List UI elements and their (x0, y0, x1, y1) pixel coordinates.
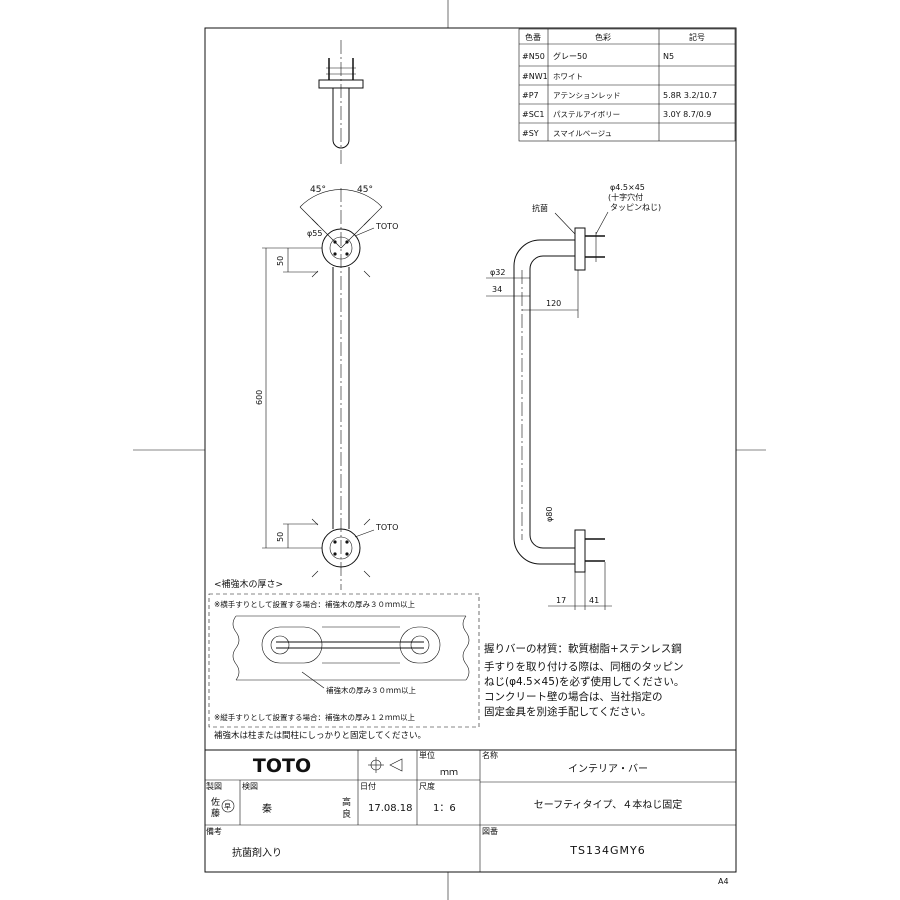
dim-17: 17 (556, 596, 566, 605)
color-table-header-symbol: 記号 (689, 32, 705, 42)
dim-bottom-offset: 50 (276, 532, 285, 542)
drawn-mark: 早 (224, 803, 231, 811)
color-row-name: パステルアイボリー (553, 110, 620, 119)
screw-hole-icon (333, 540, 337, 544)
color-row-name: ホワイト (553, 72, 583, 81)
dim-34: 34 (492, 285, 502, 294)
color-row-code: #SC1 (522, 110, 544, 119)
dim-length: 600 (255, 390, 264, 405)
reinforcement-title: <補強木の厚さ> (214, 578, 283, 590)
drawing-no-label: 図番 (482, 826, 498, 836)
color-table-header-code: 色番 (525, 32, 541, 42)
thickness-label: 補強木の厚み３０ｍｍ以上 (326, 685, 416, 695)
color-row-name: アテンションレッド (553, 91, 621, 100)
check-label: 検図 (242, 781, 258, 791)
horizontal-note: ※横手すりとして設置する場合：補強木の厚み３０ｍｍ以上 (214, 599, 416, 609)
flange-dim-label: φ55 (307, 229, 322, 238)
dim-41: 41 (589, 596, 599, 605)
date-label: 日付 (360, 781, 376, 791)
drawing-no-value: TS134GMY6 (569, 844, 645, 857)
install-note-4: 固定金具を別途手配してください。 (484, 705, 651, 718)
screw-note-3: タッピンねじ) (610, 203, 661, 212)
top-view (318, 40, 364, 165)
vertical-note: ※縦手すりとして設置する場合：補強木の厚み１２ｍｍ以上 (214, 712, 416, 722)
name-label: 名称 (482, 750, 498, 760)
screw-hole-icon (333, 252, 337, 256)
unit-label: 単位 (419, 750, 435, 760)
drawn-label: 製図 (206, 781, 222, 791)
logo-label-bottom: TOTO (375, 523, 398, 532)
logo-label-top: TOTO (375, 222, 398, 231)
color-row-code: #SY (522, 129, 539, 138)
scale-label: 尺度 (419, 781, 435, 791)
front-view: 45° 45° φ55 TOTO TOTO (255, 185, 398, 590)
color-row-symbol: N5 (663, 52, 674, 61)
color-row-symbol: 3.0Y 8.7/0.9 (663, 110, 711, 119)
color-row-code: #NW1 (522, 72, 548, 81)
screw-hole-icon (345, 540, 349, 544)
install-note-3: コンクリート壁の場合は、当社指定の (484, 690, 663, 703)
color-row-symbol: 5.8R 3.2/10.7 (663, 91, 717, 100)
angle-right-label: 45° (357, 185, 373, 195)
drawing-border (204, 27, 737, 873)
side-view: φ4.5×45 (十字穴付 タッピンねじ) 抗菌 φ32 34 120 φ80 … (486, 183, 661, 610)
date-value: 17.08.18 (368, 803, 413, 814)
screw-hole-icon (345, 552, 349, 556)
unit-value: ｍｍ (440, 768, 458, 778)
check-value-2: 高 (342, 796, 351, 808)
color-table-header-color: 色彩 (595, 32, 611, 42)
projection-symbol-icon (368, 757, 403, 773)
notes: 握りバーの材質：軟質樹脂+ステンレス鋼 手すりを取り付ける際は、同梱のタッピン … (484, 642, 684, 718)
paper-size: A4 (718, 877, 729, 886)
install-note-2: ねじ(φ4.5×45)を必ず使用してください。 (484, 675, 684, 688)
dim-flange-side: φ80 (545, 507, 554, 522)
angle-left-label: 45° (310, 185, 326, 195)
screw-note-1: φ4.5×45 (610, 183, 645, 192)
name-value: インテリア・バー (568, 763, 648, 775)
screw-hole-icon (333, 240, 337, 244)
screw-hole-icon (345, 252, 349, 256)
screw-hole-icon (345, 240, 349, 244)
install-note-1: 手すりを取り付ける際は、同梱のタッピン (484, 660, 684, 673)
color-row-code: #N50 (522, 52, 545, 61)
subtitle: セーフティタイプ、４本ねじ固定 (534, 798, 683, 811)
color-row-code: #P7 (522, 91, 539, 100)
color-table: 色番 色彩 記号 #N50 グレー50 N5 #NW1 ホワイト #P7 アテン… (518, 28, 736, 142)
remarks-label: 備考 (206, 826, 222, 836)
screw-note-2: (十字穴付 (608, 192, 643, 202)
reinforcement-section: <補強木の厚さ> ※横手すりとして設置する場合：補強木の厚み３０ｍｍ以上 補強木… (208, 578, 480, 741)
screw-hole-icon (333, 552, 337, 556)
antibacterial-label: 抗菌 (532, 203, 548, 213)
color-row-name: スマイルベージュ (553, 129, 612, 138)
fix-note: 補強木は柱または間柱にしっかりと固定してください。 (214, 730, 426, 741)
dim-120: 120 (546, 299, 561, 308)
material-note: 握りバーの材質：軟質樹脂+ステンレス鋼 (484, 642, 682, 655)
dim-top-offset: 50 (276, 256, 285, 266)
remarks-value: 抗菌剤入り (232, 846, 282, 859)
check-value-3: 良 (342, 808, 351, 820)
color-row-name: グレー50 (553, 51, 587, 61)
scale-value: 1：6 (433, 803, 456, 814)
dim-pipe: φ32 (490, 268, 505, 277)
toto-logo: TOTO (253, 755, 311, 777)
title-block: TOTO 単位 ｍｍ 名称 インテリア・バー 製図 佐 藤 早 検図 秦 高 良… (205, 749, 736, 872)
check-value: 秦 (262, 802, 272, 815)
drawn-value-1: 佐 (211, 796, 220, 808)
drawn-value-2: 藤 (211, 807, 220, 819)
